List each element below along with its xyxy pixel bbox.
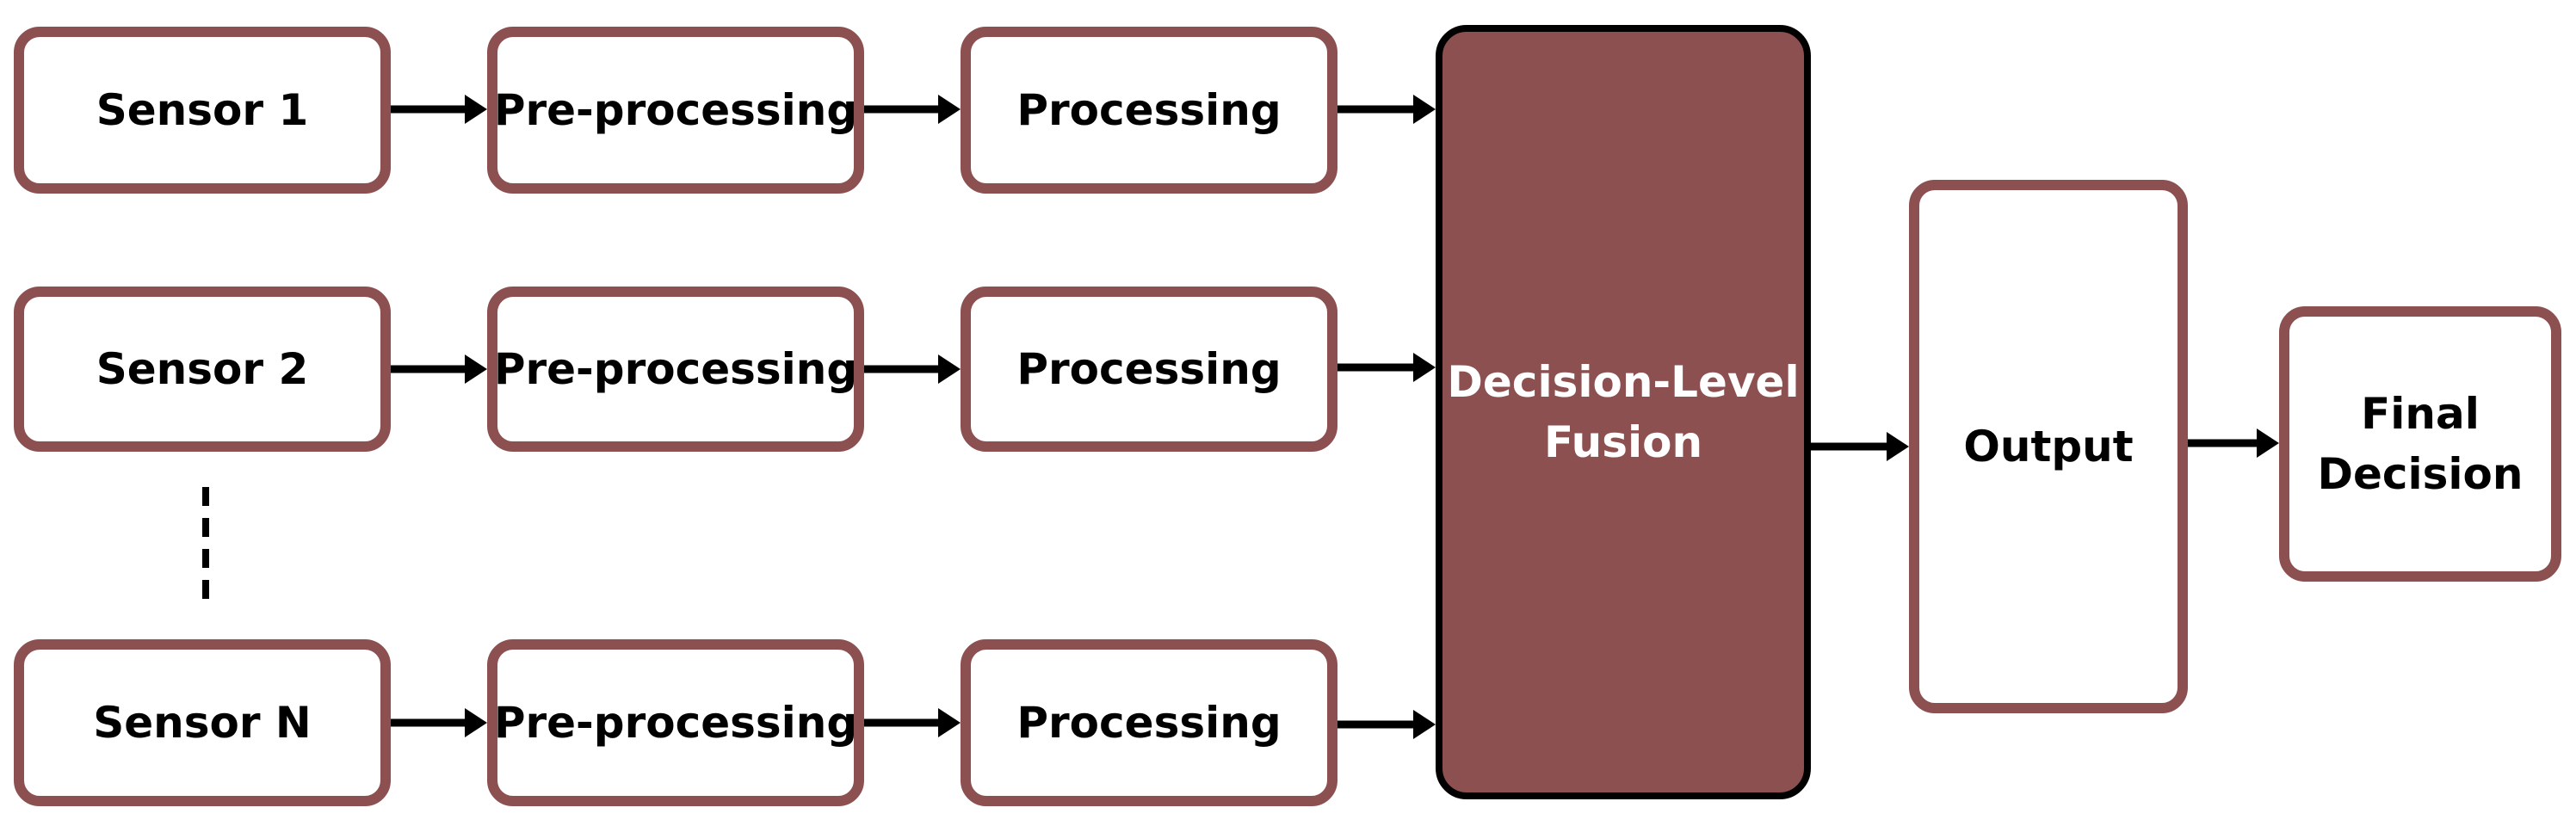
row-2-arrows xyxy=(389,353,1436,384)
decision-level-fusion-label: Decision-Level Fusion xyxy=(1447,357,1800,467)
preprocessing-1-label: Pre-processing xyxy=(493,85,858,135)
sensor-2-label: Sensor 2 xyxy=(96,344,309,394)
processing-1-box: Processing xyxy=(961,27,1337,194)
processing-1-label: Processing xyxy=(1016,85,1282,135)
arrowhead-sensor2-to-preprocessing xyxy=(465,354,487,384)
preprocessing-n-box: Pre-processing xyxy=(487,639,864,806)
arrowhead-fusion-to-output xyxy=(1887,432,1909,461)
preprocessing-1-box: Pre-processing xyxy=(487,27,864,194)
row-n-arrows xyxy=(389,708,1436,739)
arrowhead-processingN-to-fusion xyxy=(1413,710,1436,739)
processing-n-box: Processing xyxy=(961,639,1337,806)
arrowhead-sensorN-to-preprocessing xyxy=(465,708,487,737)
processing-2-box: Processing xyxy=(961,287,1337,452)
arrowhead-output-to-final xyxy=(2257,428,2279,458)
preprocessing-n-label: Pre-processing xyxy=(493,698,858,748)
arrowhead-processing1-to-fusion xyxy=(1413,95,1436,124)
decision-level-fusion-box: Decision-Level Fusion xyxy=(1436,25,1811,799)
sensor-1-box: Sensor 1 xyxy=(14,27,391,194)
arrowhead-processing2-to-fusion xyxy=(1413,353,1436,382)
sensor-2-box: Sensor 2 xyxy=(14,287,391,452)
processing-n-label: Processing xyxy=(1016,698,1282,748)
output-arrows xyxy=(1807,428,2279,461)
processing-2-label: Processing xyxy=(1016,344,1282,394)
preprocessing-2-box: Pre-processing xyxy=(487,287,864,452)
arrowhead-sensor1-to-preprocessing xyxy=(465,95,487,124)
output-box: Output xyxy=(1909,180,2188,713)
sensor-n-label: Sensor N xyxy=(93,698,312,748)
output-label: Output xyxy=(1963,422,2134,472)
sensor-1-label: Sensor 1 xyxy=(96,85,309,135)
final-decision-label: Final Decision xyxy=(2317,389,2523,499)
arrowhead-preprocessing2-to-processing xyxy=(938,354,961,384)
arrowhead-preprocessing1-to-processing xyxy=(938,95,961,124)
row-1-arrows xyxy=(389,95,1436,124)
preprocessing-2-label: Pre-processing xyxy=(493,344,858,394)
final-decision-box: Final Decision xyxy=(2279,306,2561,582)
arrowhead-preprocessingN-to-processing xyxy=(938,708,961,737)
sensor-n-box: Sensor N xyxy=(14,639,391,806)
